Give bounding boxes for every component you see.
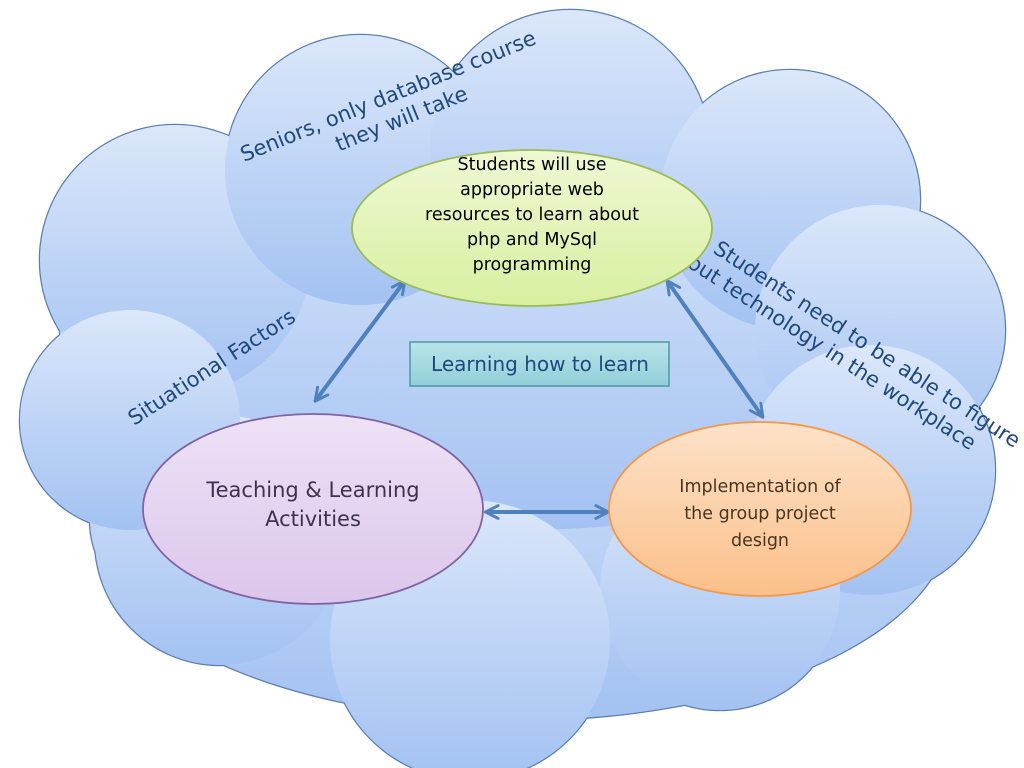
- activities-text-line: Teaching & Learning: [205, 478, 419, 502]
- assessment-text-line: the group project: [684, 504, 836, 524]
- assessment-text-line: design: [731, 531, 789, 551]
- node-learning-goals: Students will use appropriate web resource…: [351, 149, 713, 307]
- goals-text-line: php and MySql: [467, 230, 597, 250]
- center-label-text: Learning how to learn: [431, 352, 649, 376]
- activities-text-line: Activities: [265, 507, 361, 531]
- goals-text-line: Students will use: [457, 155, 606, 175]
- arrow-goals-assessment: [665, 279, 765, 419]
- center-label-box: Learning how to learn: [409, 341, 670, 387]
- assessment-text-line: Implementation of: [679, 477, 841, 497]
- arrow-goals-activities: [313, 279, 407, 403]
- arrows-group: [313, 279, 765, 520]
- goals-text-line: appropriate web: [460, 180, 604, 200]
- assessment-text: Implementation of the group project design: [679, 477, 841, 551]
- goals-text: Students will use appropriate web resource…: [425, 155, 639, 275]
- goals-text-line: resources to learn about: [425, 205, 639, 225]
- node-assessment: Implementation of the group project design: [608, 421, 912, 597]
- goals-text-line: programming: [473, 255, 592, 275]
